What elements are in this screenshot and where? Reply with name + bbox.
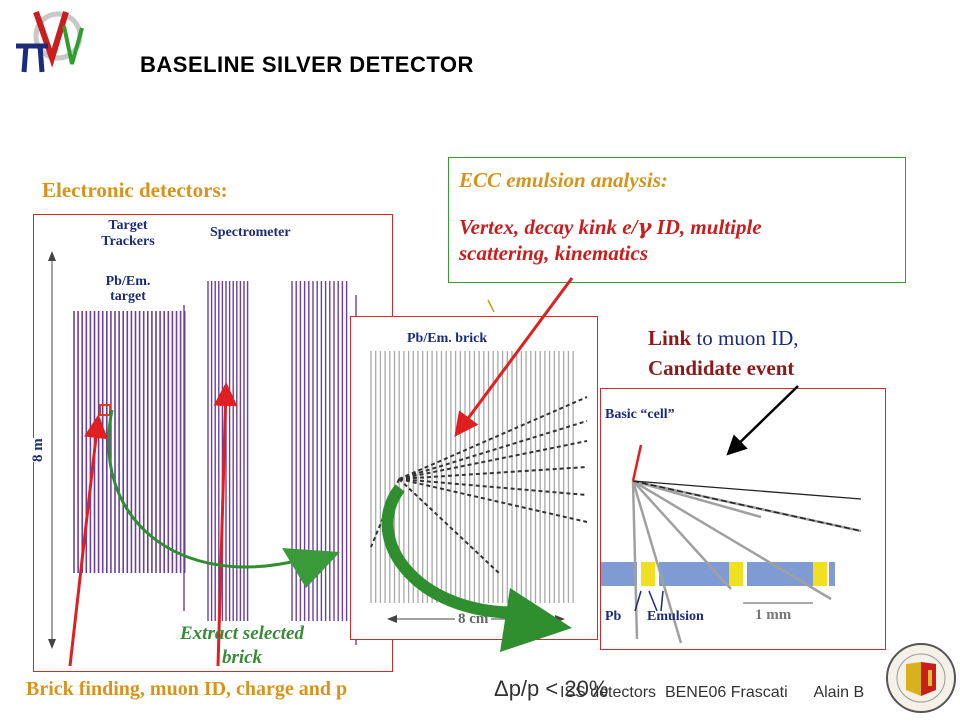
link-word: Link <box>648 326 692 350</box>
black-arrow-candidate <box>726 385 799 456</box>
brick-finding-text: Brick finding, muon ID, charge and p <box>26 678 348 700</box>
red-arrow-ecc <box>454 277 574 437</box>
ecc-analysis-box: ECC emulsion analysis: Vertex, decay kin… <box>448 157 906 283</box>
cell-size-label: 1 mm <box>755 607 792 623</box>
detector-panel <box>33 214 393 672</box>
trackers-label-line2: Trackers <box>101 234 155 249</box>
green-curved-arrow-brick <box>381 484 531 619</box>
red-arrow-brick-finding <box>68 414 108 667</box>
muon-track <box>632 480 862 532</box>
extract-line2: brick <box>221 647 263 668</box>
target-label-line1: Target <box>108 218 148 233</box>
factnu-logo <box>8 6 88 78</box>
ecc-line1-a: Vertex, decay kink e/ <box>459 215 638 239</box>
ecc-line1-b: ID, multiple <box>651 215 762 239</box>
cell-panel: Basic “cell” Pb Emulsion 1 mm <box>600 388 886 650</box>
spectrometer-label: Spectrometer <box>210 225 291 240</box>
cell-drawing <box>601 444 862 644</box>
university-seal <box>884 640 958 716</box>
orange-tick-mark <box>487 299 495 313</box>
brick-panel: Pb/Em. brick 8 cm <box>350 316 598 640</box>
green-arrowhead-extract <box>282 548 340 588</box>
extract-line1: Extract selected <box>180 623 304 644</box>
extract-brick-label: Extract selected brick <box>180 622 304 670</box>
footer-text: ISS detectors BENE06 Frascati Alain B <box>560 684 865 701</box>
ecc-title: ECC emulsion analysis: <box>459 168 668 192</box>
link-rest: to muon ID, <box>691 326 799 350</box>
cell-layers <box>601 562 835 586</box>
detector-drawing <box>48 251 357 649</box>
ecc-gamma: γ <box>637 214 652 239</box>
momentum-resolution-text: Δp/p < 20% <box>494 676 609 701</box>
ecc-description: Vertex, decay kink e/γ ID, multiple scat… <box>459 214 762 266</box>
ecc-line2: scattering, kinematics <box>459 241 648 265</box>
slide-title: BASELINE SILVER DETECTOR <box>140 52 474 77</box>
brick-label: Pb/Em. brick <box>407 331 488 347</box>
green-curved-arrow-extract <box>107 409 301 569</box>
brick-drawing <box>370 351 588 623</box>
electronic-detectors-heading: Electronic detectors: <box>42 178 228 202</box>
basic-cell-label: Basic “cell” <box>605 407 675 422</box>
target-planes <box>73 311 186 573</box>
target-trackers-label: Target Trackers <box>88 218 168 250</box>
green-arrowhead-brick <box>500 588 572 652</box>
cell-tracks <box>631 479 862 644</box>
candidate-event-text: Candidate event <box>648 356 795 380</box>
pb-layer-label: Pb <box>605 609 622 624</box>
pb-em-target-label: Pb/Em. target <box>88 274 168 304</box>
emulsion-layer-label: Emulsion <box>647 609 704 624</box>
incoming-track <box>631 444 643 482</box>
link-muon-id-text: Link to muon ID, <box>648 326 799 351</box>
red-arrow-spectrometer <box>213 382 238 667</box>
pb-em-line1: Pb/Em. <box>105 274 151 289</box>
target-line2: target <box>110 289 146 304</box>
